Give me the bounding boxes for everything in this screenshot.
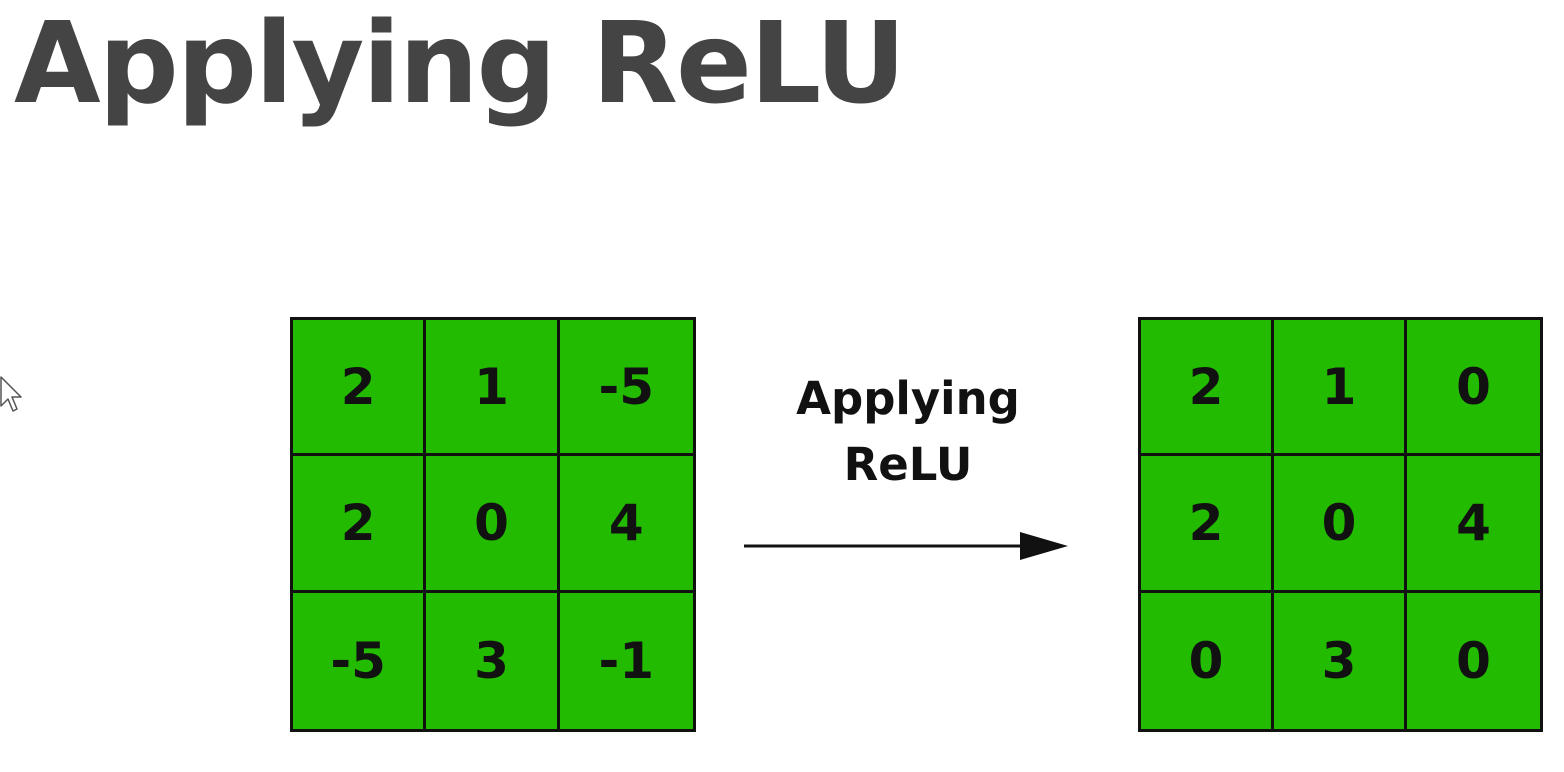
input-cell: 0	[426, 456, 560, 593]
mouse-cursor-icon	[0, 376, 22, 412]
operation-label-line2: ReLU	[843, 438, 973, 491]
output-cell: 3	[1274, 592, 1407, 729]
output-cell: 0	[1141, 592, 1274, 729]
output-cell: 2	[1141, 456, 1274, 593]
output-matrix: 2 1 0 2 0 4 0 3 0	[1138, 317, 1543, 732]
input-cell: 2	[293, 320, 427, 457]
input-cell: 4	[559, 456, 693, 593]
input-cell: 2	[293, 456, 427, 593]
input-cell: -1	[559, 592, 693, 729]
operation-label: Applying ReLU	[790, 366, 1026, 498]
output-cell: 0	[1274, 456, 1407, 593]
right-arrow-icon	[744, 532, 1068, 560]
output-cell: 0	[1407, 320, 1540, 457]
output-cell: 2	[1141, 320, 1274, 457]
input-cell: 3	[426, 592, 560, 729]
input-cell: -5	[293, 592, 427, 729]
output-cell: 0	[1407, 592, 1540, 729]
slide-title: Applying ReLU	[14, 0, 906, 129]
input-cell: -5	[559, 320, 693, 457]
output-cell: 1	[1274, 320, 1407, 457]
output-cell: 4	[1407, 456, 1540, 593]
input-matrix: 2 1 -5 2 0 4 -5 3 -1	[290, 317, 696, 732]
input-cell: 1	[426, 320, 560, 457]
operation-label-line1: Applying	[796, 372, 1020, 425]
